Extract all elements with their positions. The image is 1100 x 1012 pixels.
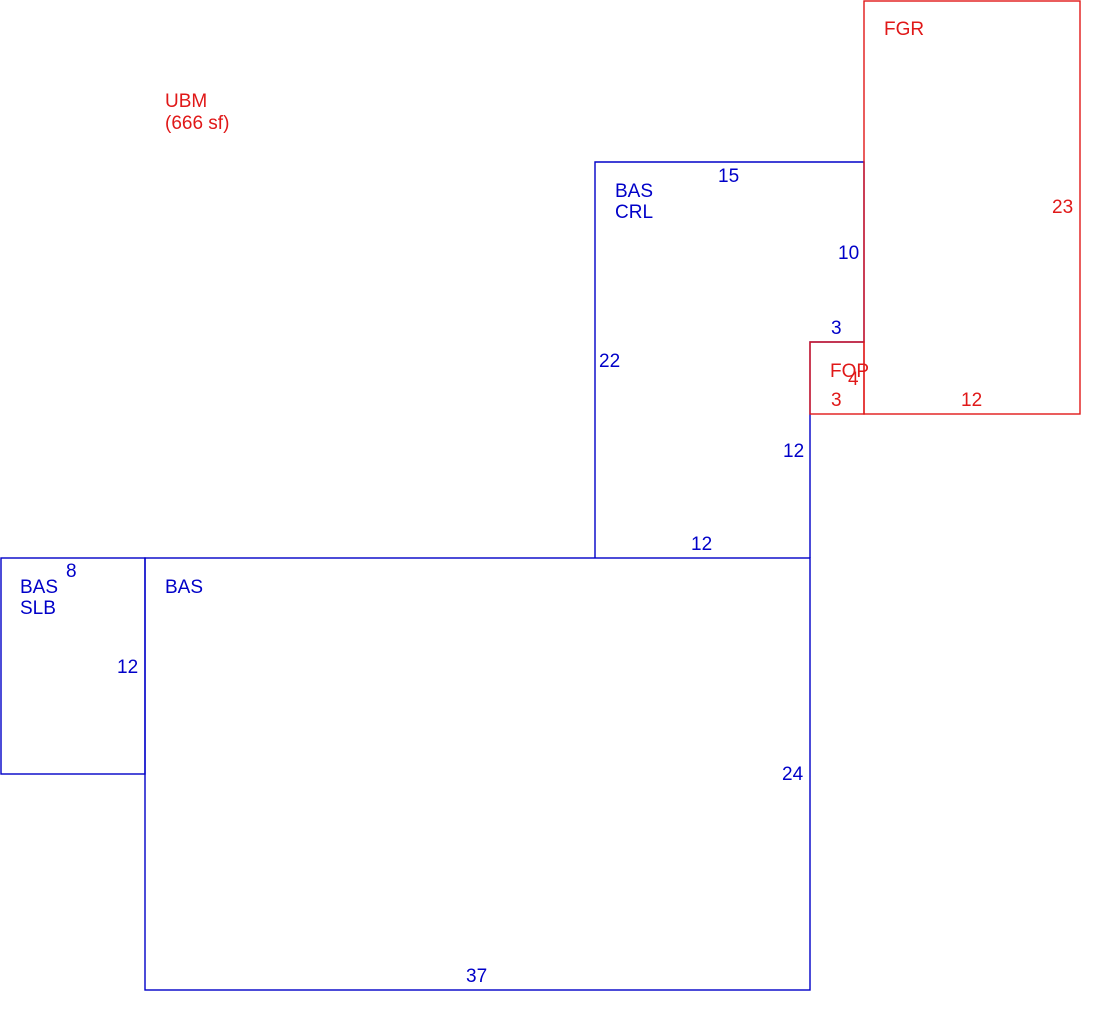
dim-bas-crl-top: 15: [718, 166, 739, 187]
dim-fgr-bottom: 12: [961, 390, 982, 411]
dim-bas-crl-right-upper: 10: [838, 243, 859, 264]
ubm-area: (666 sf): [165, 113, 229, 134]
dim-bas-slb-right: 12: [117, 657, 138, 678]
dim-bas-crl-bottom: 12: [691, 534, 712, 555]
bas-main-outline: [144, 557, 811, 991]
dim-bas-slb-top: 8: [66, 561, 77, 582]
fop-outline: [809, 341, 865, 415]
dim-bas-main-right: 24: [782, 764, 804, 785]
fgr-outline: [863, 0, 1081, 415]
bas-crl-label: BAS: [615, 181, 653, 202]
bas-slb-sublabel: SLB: [20, 598, 56, 619]
dim-bas-crl-left: 22: [599, 351, 620, 372]
fop-label: FOP: [830, 361, 869, 382]
bas-slb-outline: [0, 557, 146, 775]
bas-slb-label: BAS: [20, 577, 58, 598]
dim-bas-crl-step: 3: [831, 318, 842, 339]
dim-bas-crl-right-lower: 12: [783, 441, 804, 462]
bas-main-label: BAS: [165, 577, 203, 598]
ubm-label: UBM: [165, 91, 207, 112]
dim-fop-bottom: 3: [831, 390, 842, 411]
bas-crl-sublabel: CRL: [615, 202, 653, 223]
fgr-label: FGR: [884, 19, 924, 40]
dim-fgr-right: 23: [1052, 197, 1073, 218]
dim-fop-side: 4: [848, 369, 859, 390]
dim-bas-main-bottom: 37: [466, 966, 487, 987]
